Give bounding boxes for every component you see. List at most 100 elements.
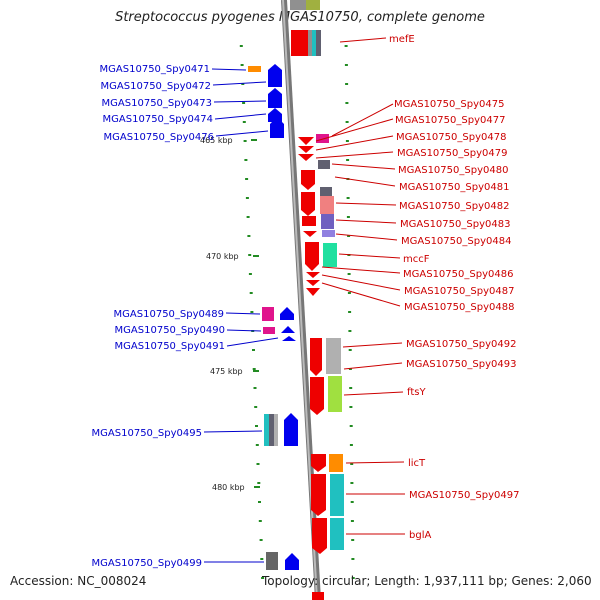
label-mefE[interactable]: mefE bbox=[389, 34, 415, 45]
label-spy0484[interactable]: MGAS10750_Spy0484 bbox=[401, 236, 511, 247]
rail-dash bbox=[244, 159, 248, 161]
label-mccF[interactable]: mccF bbox=[403, 254, 430, 265]
rail-dash bbox=[349, 425, 353, 427]
gene-spy0497 bbox=[311, 474, 326, 510]
scale-bar: 465 kbp 470 kbp 475 kbp 480 kbp bbox=[200, 136, 260, 492]
label-spy0483[interactable]: MGAS10750_Spy0483 bbox=[400, 219, 510, 230]
label-spy0495[interactable]: MGAS10750_Spy0495 bbox=[92, 428, 202, 439]
label-spy0480[interactable]: MGAS10750_Spy0480 bbox=[398, 165, 508, 176]
label-spy0487[interactable]: MGAS10750_Spy0487 bbox=[404, 286, 514, 297]
rail-dash bbox=[344, 45, 348, 47]
gene-spy0490 bbox=[263, 327, 275, 334]
label-spy0473[interactable]: MGAS10750_Spy0473 bbox=[102, 98, 212, 109]
label-spy0497[interactable]: MGAS10750_Spy0497 bbox=[409, 490, 519, 501]
label-spy0474[interactable]: MGAS10750_Spy0474 bbox=[103, 114, 213, 125]
map-title: Streptococcus pyogenes MGAS10750, comple… bbox=[115, 10, 485, 25]
gene-spy0488 bbox=[306, 288, 320, 296]
right-gene-labels: mefE MGAS10750_Spy0475 MGAS10750_Spy0477… bbox=[389, 34, 519, 541]
rail-dash bbox=[255, 425, 258, 427]
label-spy0472[interactable]: MGAS10750_Spy0472 bbox=[101, 81, 211, 92]
gene-mefE bbox=[291, 30, 308, 56]
rail-dash bbox=[239, 45, 243, 47]
rail-dash bbox=[349, 444, 353, 446]
gene-spy0492 bbox=[310, 338, 322, 370]
gene-spy0489-b bbox=[280, 307, 294, 320]
label-spy0477[interactable]: MGAS10750_Spy0477 bbox=[395, 115, 505, 126]
rail-dash bbox=[348, 349, 352, 351]
track-rails bbox=[239, 45, 355, 579]
gene-spy0495-b bbox=[269, 414, 274, 446]
gene-spy0483 bbox=[302, 216, 316, 226]
gene-spy0495-c bbox=[274, 414, 278, 446]
gene-spy0499-a bbox=[266, 552, 278, 570]
rail-dash bbox=[259, 539, 263, 541]
rail-dash bbox=[257, 482, 261, 484]
label-spy0492[interactable]: MGAS10750_Spy0492 bbox=[406, 339, 516, 350]
gene-spy0471 bbox=[248, 66, 261, 72]
label-spy0475[interactable]: MGAS10750_Spy0475 bbox=[394, 99, 504, 110]
reverse-strand-genes bbox=[248, 64, 299, 570]
gene-spy0482 bbox=[301, 192, 315, 210]
gene-spy0480 bbox=[318, 160, 330, 169]
rail-dash bbox=[258, 501, 261, 503]
label-spy0491[interactable]: MGAS10750_Spy0491 bbox=[115, 341, 225, 352]
rail-dash bbox=[248, 273, 252, 275]
rail-dash bbox=[350, 463, 354, 465]
label-spy0488[interactable]: MGAS10750_Spy0488 bbox=[404, 302, 514, 313]
scale-label-480: 480 kbp bbox=[212, 483, 245, 492]
rail-dash bbox=[247, 235, 251, 237]
rail-dash bbox=[350, 482, 354, 484]
rail-dash bbox=[348, 330, 352, 332]
gene-spy0477 bbox=[298, 137, 314, 145]
label-spy0489[interactable]: MGAS10750_Spy0489 bbox=[114, 309, 224, 320]
label-licT[interactable]: licT bbox=[408, 458, 426, 469]
gene-spy0475 bbox=[316, 134, 329, 143]
rail-dash bbox=[252, 368, 256, 370]
label-spy0490[interactable]: MGAS10750_Spy0490 bbox=[115, 325, 225, 336]
rail-dash bbox=[241, 83, 245, 85]
rail-dash bbox=[242, 102, 246, 104]
rail-dash bbox=[249, 292, 253, 294]
gene-ftsY bbox=[310, 377, 324, 409]
gene-spy0487 bbox=[306, 280, 320, 286]
rail-dash bbox=[347, 235, 351, 237]
label-spy0481[interactable]: MGAS10750_Spy0481 bbox=[399, 182, 509, 193]
label-spy0479[interactable]: MGAS10750_Spy0479 bbox=[397, 148, 507, 159]
rail-dash bbox=[253, 387, 257, 389]
rail-dash bbox=[245, 197, 249, 199]
gene-spy0495-d bbox=[284, 413, 298, 446]
rail-dash bbox=[261, 577, 265, 579]
gene-spy0489 bbox=[262, 307, 274, 321]
label-spy0499[interactable]: MGAS10750_Spy0499 bbox=[92, 558, 202, 569]
rail-dash bbox=[243, 140, 247, 142]
rail-dash bbox=[250, 311, 254, 313]
scale-label-475: 475 kbp bbox=[210, 367, 243, 376]
rail-dash bbox=[351, 539, 355, 541]
label-spy0493[interactable]: MGAS10750_Spy0493 bbox=[406, 359, 516, 370]
scale-label-470: 470 kbp bbox=[206, 252, 239, 261]
rail-dash bbox=[351, 558, 355, 560]
rail-dash bbox=[248, 254, 252, 256]
label-spy0476[interactable]: MGAS10750_Spy0476 bbox=[104, 132, 214, 143]
gene-mccF bbox=[305, 242, 319, 264]
label-ftsY[interactable]: ftsY bbox=[407, 387, 426, 398]
gene-spy0476 bbox=[270, 117, 284, 138]
gene-spy0486 bbox=[306, 272, 320, 278]
gene-spy0473 bbox=[268, 88, 282, 108]
rail-dash bbox=[345, 83, 349, 85]
label-spy0486[interactable]: MGAS10750_Spy0486 bbox=[403, 269, 513, 280]
gene-spy0472-body bbox=[268, 75, 282, 87]
left-callouts bbox=[203, 68, 279, 563]
label-spy0482[interactable]: MGAS10750_Spy0482 bbox=[399, 201, 509, 212]
label-spy0471[interactable]: MGAS10750_Spy0471 bbox=[100, 64, 210, 75]
gene-spy0484 bbox=[303, 231, 317, 237]
rail-dash bbox=[242, 121, 246, 123]
label-bglA[interactable]: bglA bbox=[409, 530, 431, 541]
rail-dash bbox=[246, 216, 250, 218]
rail-dash bbox=[351, 577, 355, 579]
accession-text: Accession: NC_008024 bbox=[10, 574, 147, 588]
label-spy0478[interactable]: MGAS10750_Spy0478 bbox=[396, 132, 506, 143]
gene-spy0491 bbox=[282, 336, 296, 341]
gene-bglA bbox=[312, 518, 327, 548]
